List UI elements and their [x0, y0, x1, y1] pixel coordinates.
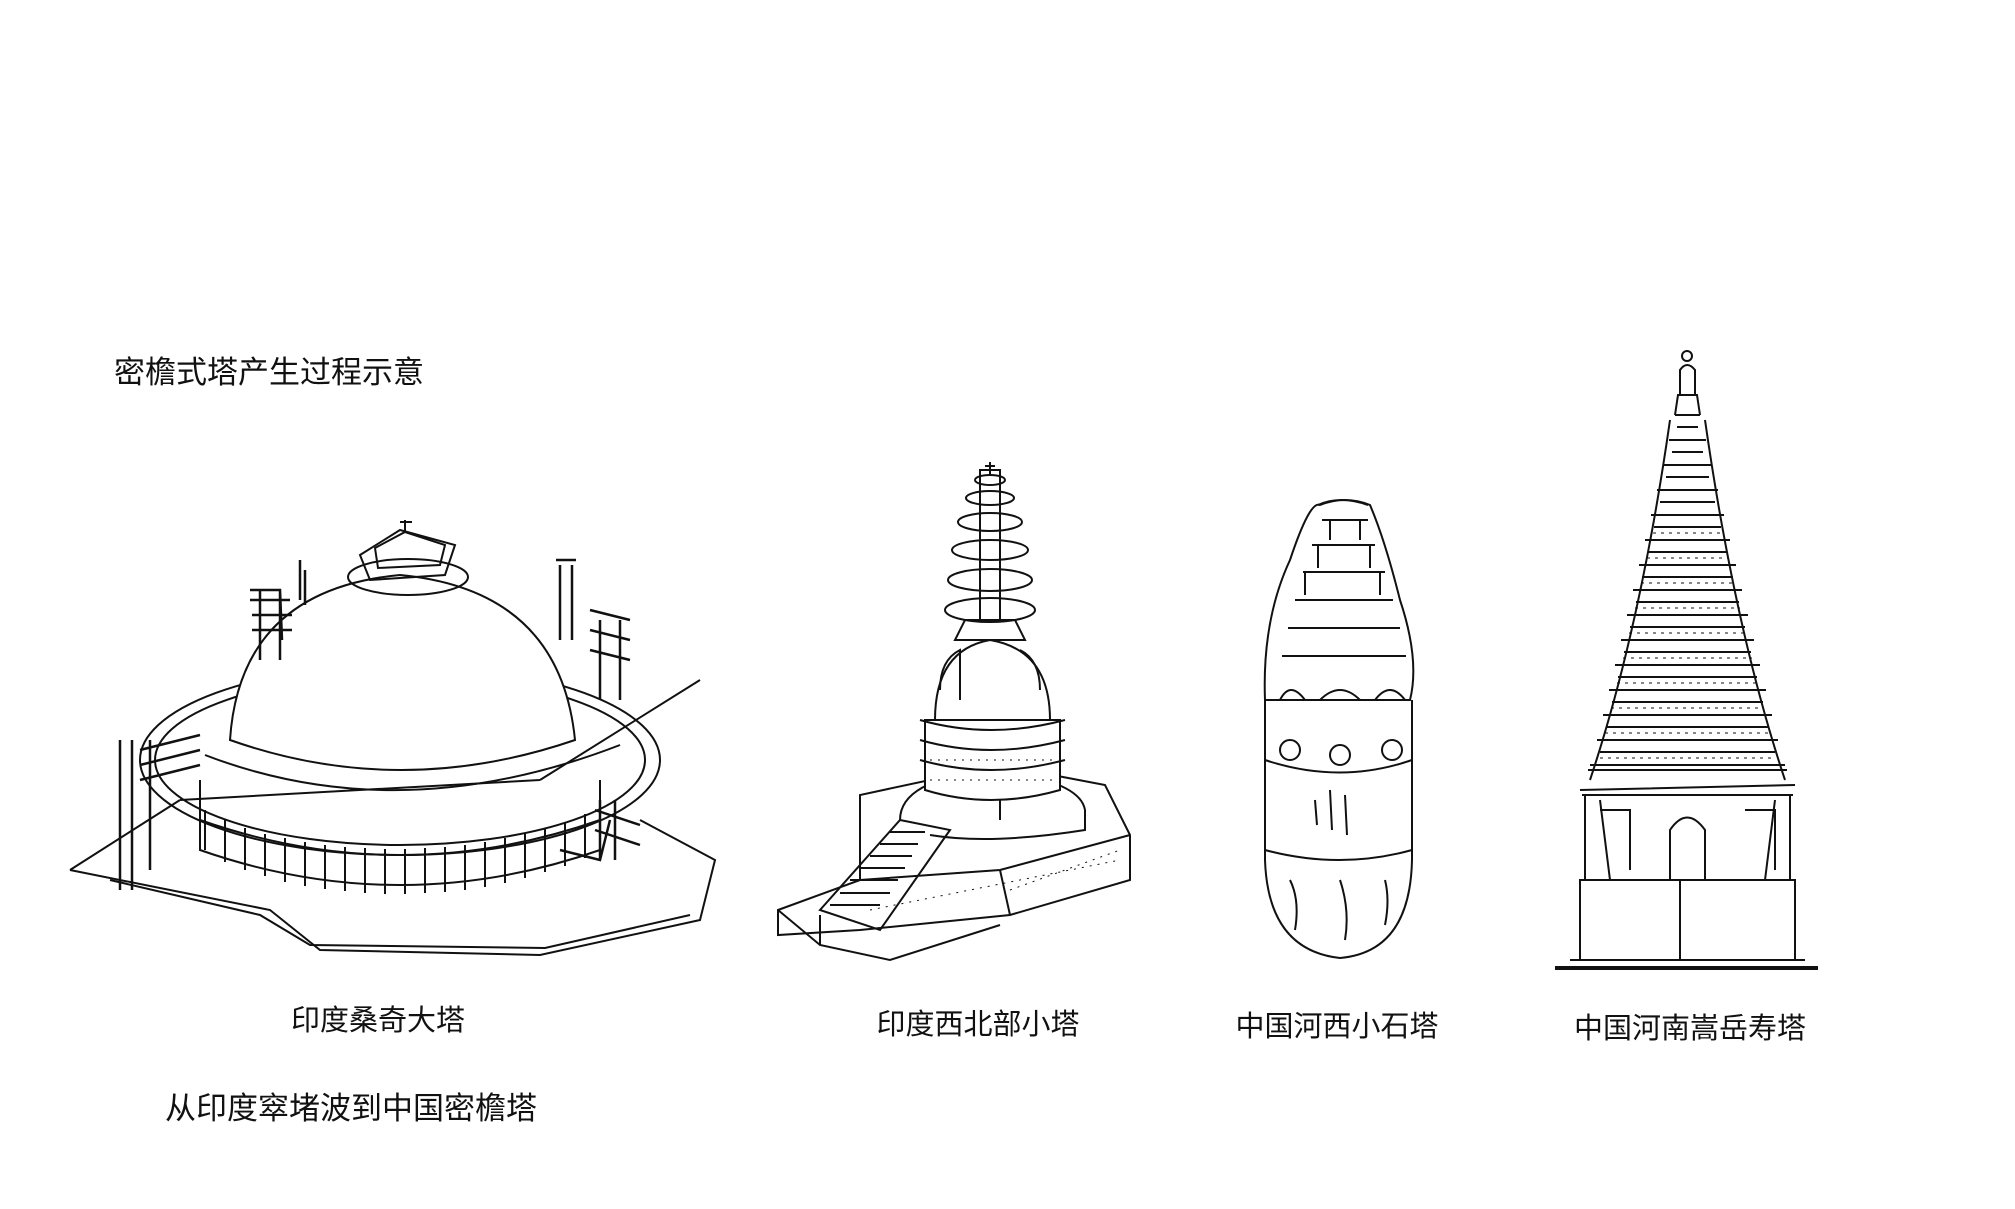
songyue-pagoda-drawing — [1555, 351, 1818, 968]
diagram-title: 密檐式塔产生过程示意 — [114, 355, 424, 391]
diagram-subtitle: 从印度窣堵波到中国密檐塔 — [165, 1091, 537, 1127]
caption-songyue-pagoda: 中国河南嵩岳寿塔 — [1573, 1011, 1807, 1045]
caption-sanchi-stupa: 印度桑奇大塔 — [290, 1003, 466, 1037]
sanchi-stupa-drawing — [70, 520, 715, 955]
hexi-stone-pagoda-drawing — [1265, 500, 1414, 958]
caption-northwest-india-stupa: 印度西北部小塔 — [876, 1007, 1080, 1041]
northwest-india-small-stupa-drawing — [778, 462, 1130, 960]
caption-hexi-stone-pagoda: 中国河西小石塔 — [1235, 1009, 1439, 1043]
